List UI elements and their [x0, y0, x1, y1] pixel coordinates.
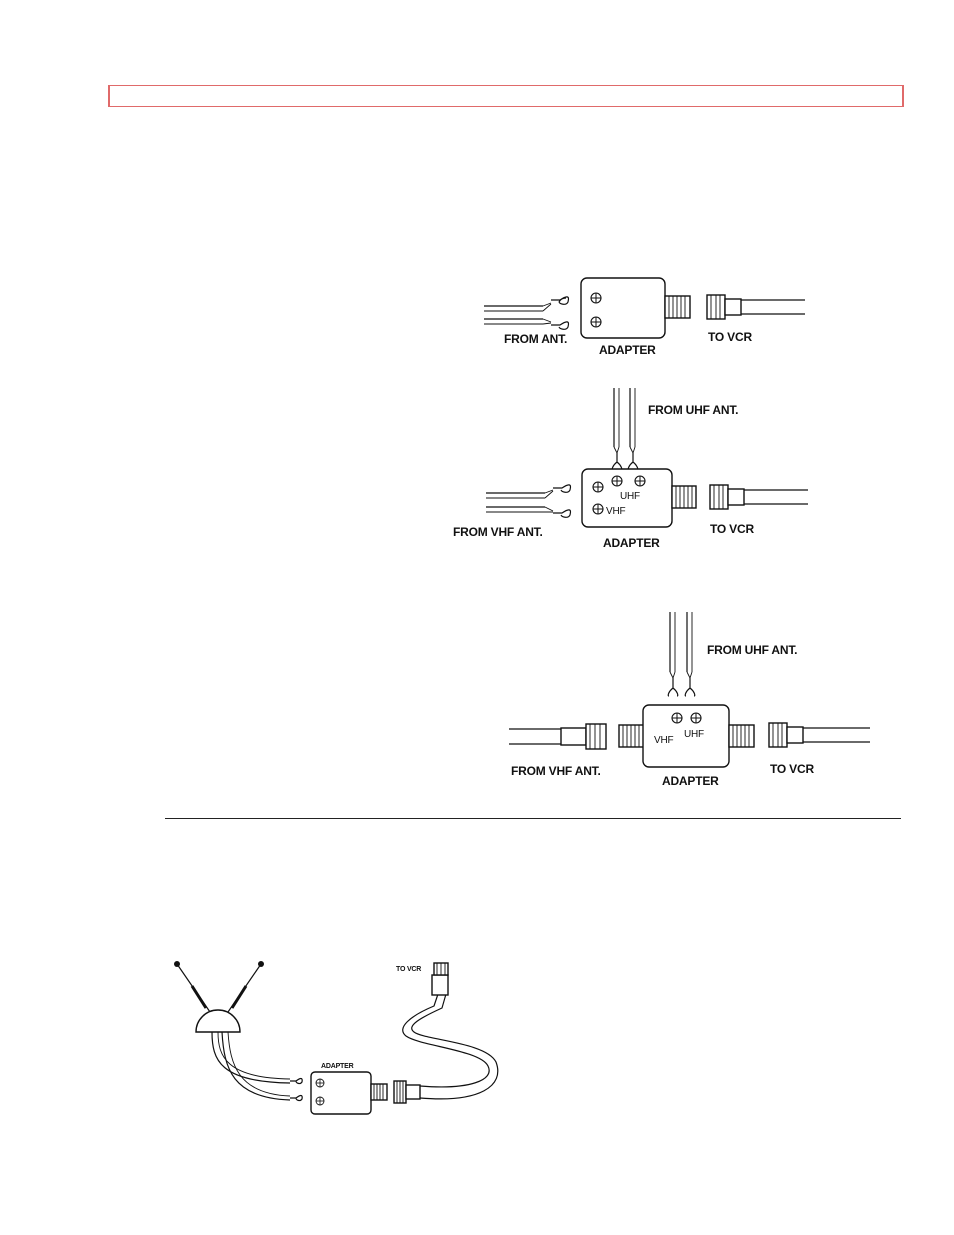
adapter-label: ADAPTER	[662, 774, 719, 788]
from-uhf-antenna-label: FROM UHF ANT.	[707, 643, 797, 657]
to-vcr-label: TO VCR	[708, 330, 752, 344]
uhf-twin-lead-cable	[613, 388, 636, 454]
threaded-connector-icon	[728, 724, 755, 748]
screw-terminal-icon	[315, 1078, 325, 1088]
f-connector-icon	[706, 294, 805, 320]
twin-lead-cable	[211, 1031, 291, 1101]
to-vcr-label: TO VCR	[710, 522, 754, 536]
vhf-coax-cable	[509, 723, 607, 750]
threaded-connector-icon	[370, 1083, 388, 1101]
uhf-port-label: UHF	[684, 729, 704, 740]
rabbit-ears-antenna-icon	[174, 961, 264, 1033]
f-connector-icon	[709, 484, 808, 510]
uhf-port-label: UHF	[620, 491, 640, 502]
from-antenna-label: FROM ANT.	[504, 332, 567, 346]
spade-lug-icon	[551, 296, 570, 330]
spade-lug-icon	[667, 678, 696, 697]
uhf-twin-lead-cable	[669, 612, 693, 679]
vhf-port-label: VHF	[606, 506, 625, 517]
page-header-bar	[108, 85, 904, 107]
vhf-port-label: VHF	[654, 735, 673, 746]
from-vhf-antenna-label: FROM VHF ANT.	[511, 764, 601, 778]
f-connector-icon	[768, 722, 870, 748]
from-vhf-antenna-label: FROM VHF ANT.	[453, 525, 543, 539]
adapter-label: ADAPTER	[599, 343, 656, 357]
adapter-box	[310, 1071, 372, 1115]
twin-lead-cable	[484, 302, 552, 325]
coax-cable	[393, 962, 499, 1104]
screw-terminal-icon	[315, 1096, 325, 1106]
section-divider	[165, 818, 901, 819]
spade-lug-icon	[290, 1077, 303, 1102]
to-vcr-label: TO VCR	[770, 762, 814, 776]
from-uhf-antenna-label: FROM UHF ANT.	[648, 403, 738, 417]
adapter-label: ADAPTER	[603, 536, 660, 550]
vhf-twin-lead-cable	[486, 489, 554, 513]
threaded-connector-icon	[671, 485, 697, 509]
threaded-connector-icon	[664, 295, 691, 319]
adapter-label: ADAPTER	[321, 1063, 354, 1070]
to-vcr-label: TO VCR	[396, 966, 421, 973]
spade-lug-icon	[553, 484, 572, 518]
